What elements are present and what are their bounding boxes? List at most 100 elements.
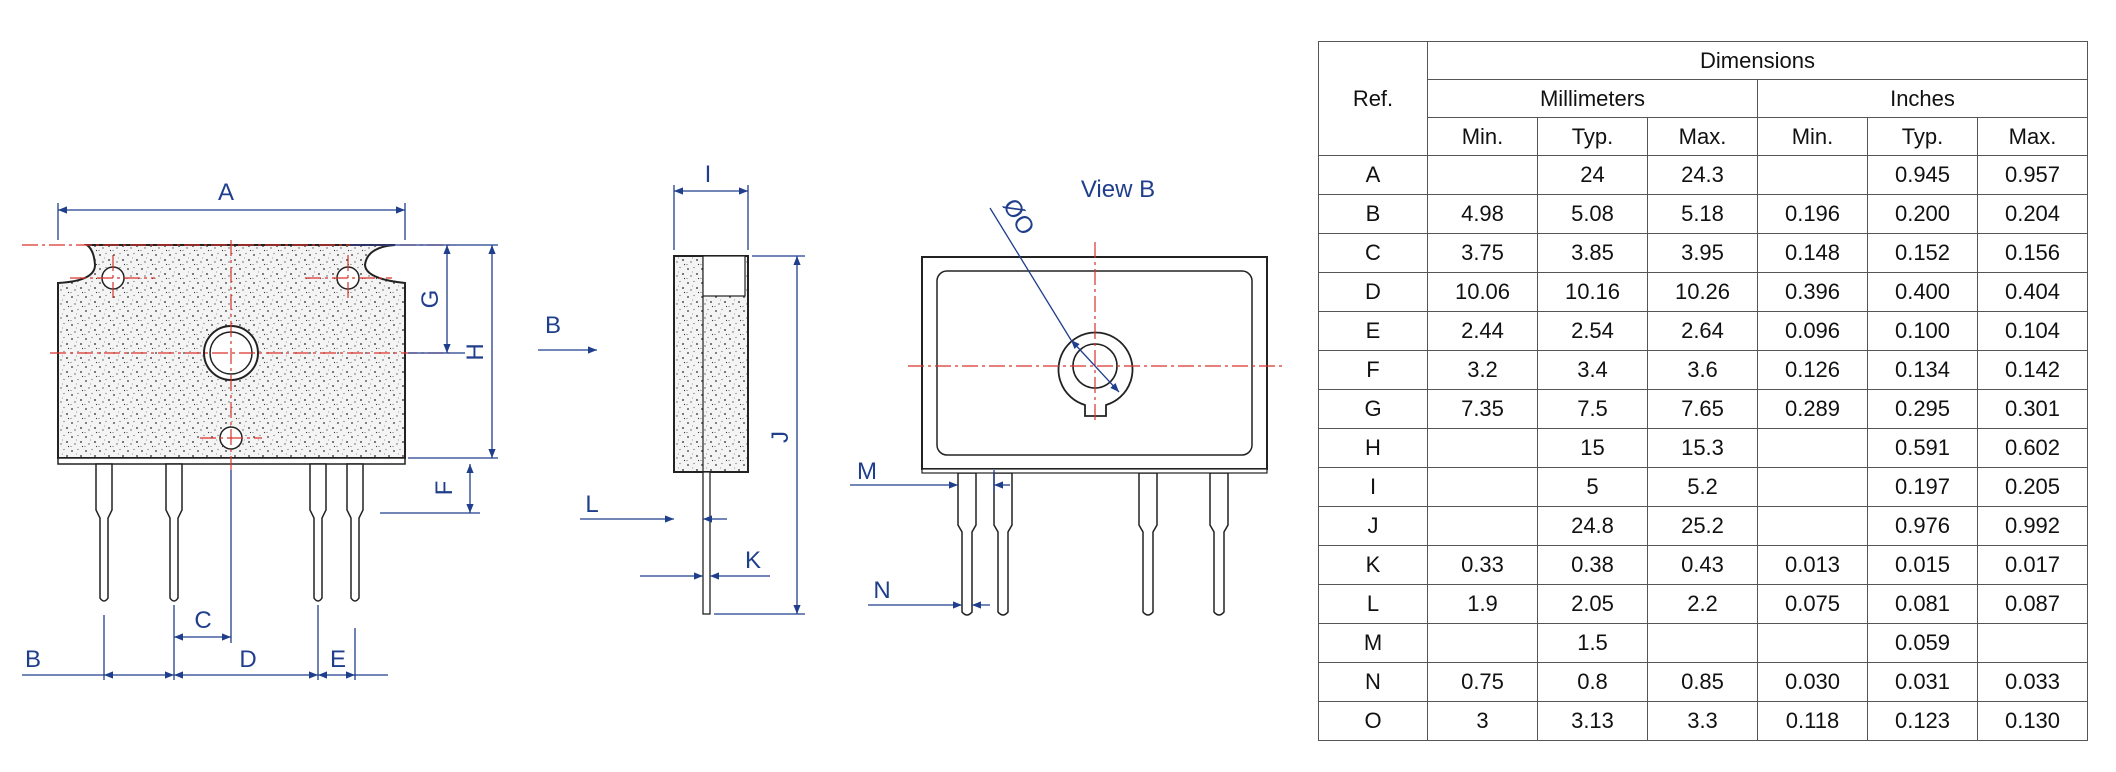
row-ref-cell: B xyxy=(1318,194,1428,234)
label-I: I xyxy=(705,161,712,188)
label-H: H xyxy=(462,343,489,360)
value-cell-in-max: 0.602 xyxy=(1977,428,2088,468)
view-b-title: View B xyxy=(1081,176,1155,203)
value-cell-in-max: 0.404 xyxy=(1977,272,2088,312)
label-F: F xyxy=(431,481,458,496)
value-cell-mm-typ: 3.13 xyxy=(1537,701,1648,741)
value-cell-in-min: 0.030 xyxy=(1757,662,1868,702)
front-lead-3 xyxy=(309,463,327,602)
value-cell-in-min: 0.196 xyxy=(1757,194,1868,234)
value-cell-mm-typ: 0.8 xyxy=(1537,662,1648,702)
value-cell-mm-min xyxy=(1427,623,1538,663)
mm-max-header: Max. xyxy=(1647,117,1758,156)
value-cell-in-typ: 0.059 xyxy=(1867,623,1978,663)
view-b-leads xyxy=(957,472,1229,616)
value-cell-in-typ: 0.134 xyxy=(1867,350,1978,390)
value-cell-mm-min: 0.75 xyxy=(1427,662,1538,702)
value-cell-in-max xyxy=(1977,623,2088,663)
value-cell-in-typ: 0.945 xyxy=(1867,155,1978,195)
value-cell-in-typ: 0.976 xyxy=(1867,506,1978,546)
front-lead-1 xyxy=(95,463,113,602)
value-cell-in-typ: 0.031 xyxy=(1867,662,1978,702)
label-J: J xyxy=(767,431,794,443)
table-header-row-3: Min. Typ. Max. Min. Typ. Max. xyxy=(1319,117,2088,156)
label-E: E xyxy=(330,646,346,673)
view-b-arrow-label: B xyxy=(545,312,561,339)
in-max-header: Max. xyxy=(1977,117,2088,156)
row-ref-cell: G xyxy=(1318,389,1428,429)
view-b: View B ØO M N xyxy=(850,176,1282,616)
value-cell-in-typ: 0.400 xyxy=(1867,272,1978,312)
value-cell-mm-max: 7.65 xyxy=(1647,389,1758,429)
value-cell-in-typ: 0.081 xyxy=(1867,584,1978,624)
view-b-lead-3 xyxy=(1138,472,1158,616)
row-ref-cell: K xyxy=(1318,545,1428,585)
value-cell-in-max: 0.087 xyxy=(1977,584,2088,624)
view-b-lead-4 xyxy=(1209,472,1229,616)
package-outline-drawing: A G H F B C D E B I J L K xyxy=(22,161,1282,680)
row-ref-cell: J xyxy=(1318,506,1428,546)
value-cell-mm-typ: 15 xyxy=(1537,428,1648,468)
value-cell-in-max: 0.130 xyxy=(1977,701,2088,741)
value-cell-mm-max: 0.43 xyxy=(1647,545,1758,585)
value-cell-in-max: 0.033 xyxy=(1977,662,2088,702)
label-B: B xyxy=(25,646,41,673)
label-K: K xyxy=(745,547,761,574)
view-b-lead-2 xyxy=(993,472,1013,616)
ref-header: Ref. xyxy=(1318,41,1428,156)
row-ref-cell: E xyxy=(1318,311,1428,351)
value-cell-mm-max: 5.2 xyxy=(1647,467,1758,507)
value-cell-in-min xyxy=(1757,623,1868,663)
value-cell-mm-max: 3.3 xyxy=(1647,701,1758,741)
value-cell-mm-typ: 24.8 xyxy=(1537,506,1648,546)
value-cell-in-min: 0.126 xyxy=(1757,350,1868,390)
row-ref-cell: A xyxy=(1318,155,1428,195)
front-view: A G H F B C D E xyxy=(22,179,498,680)
front-centerlines xyxy=(22,240,455,470)
value-cell-mm-min: 4.98 xyxy=(1427,194,1538,234)
value-cell-mm-typ: 24 xyxy=(1537,155,1648,195)
dimensions-table: Ref. Dimensions Millimeters Inches Min. … xyxy=(1318,41,2088,741)
table-header-row-1: Ref. Dimensions xyxy=(1318,41,2088,156)
value-cell-in-min xyxy=(1757,428,1868,468)
value-cell-mm-max: 3.95 xyxy=(1647,233,1758,273)
value-cell-mm-min: 0.33 xyxy=(1427,545,1538,585)
value-cell-in-typ: 0.152 xyxy=(1867,233,1978,273)
side-tab xyxy=(702,255,746,297)
value-cell-in-min xyxy=(1757,155,1868,195)
value-cell-mm-max: 0.85 xyxy=(1647,662,1758,702)
value-cell-mm-max: 2.2 xyxy=(1647,584,1758,624)
value-cell-in-min: 0.075 xyxy=(1757,584,1868,624)
value-cell-in-typ: 0.197 xyxy=(1867,467,1978,507)
label-G: G xyxy=(417,290,444,309)
value-cell-in-max: 0.992 xyxy=(1977,506,2088,546)
value-cell-mm-typ: 3.85 xyxy=(1537,233,1648,273)
front-leads xyxy=(95,463,364,602)
view-b-dimensions xyxy=(850,207,1120,609)
value-cell-in-max: 0.301 xyxy=(1977,389,2088,429)
value-cell-mm-min: 3.2 xyxy=(1427,350,1538,390)
value-cell-mm-typ: 7.5 xyxy=(1537,389,1648,429)
value-cell-in-min xyxy=(1757,506,1868,546)
front-lead-2 xyxy=(165,463,183,602)
row-ref-cell: M xyxy=(1318,623,1428,663)
label-L: L xyxy=(585,491,598,518)
label-M: M xyxy=(857,458,877,485)
row-ref-cell: H xyxy=(1318,428,1428,468)
value-cell-mm-max: 5.18 xyxy=(1647,194,1758,234)
view-b-lead-1 xyxy=(957,472,977,616)
value-cell-mm-typ: 10.16 xyxy=(1537,272,1648,312)
label-N: N xyxy=(873,577,890,604)
value-cell-mm-min xyxy=(1427,467,1538,507)
value-cell-in-max: 0.156 xyxy=(1977,233,2088,273)
side-lead xyxy=(702,471,711,615)
